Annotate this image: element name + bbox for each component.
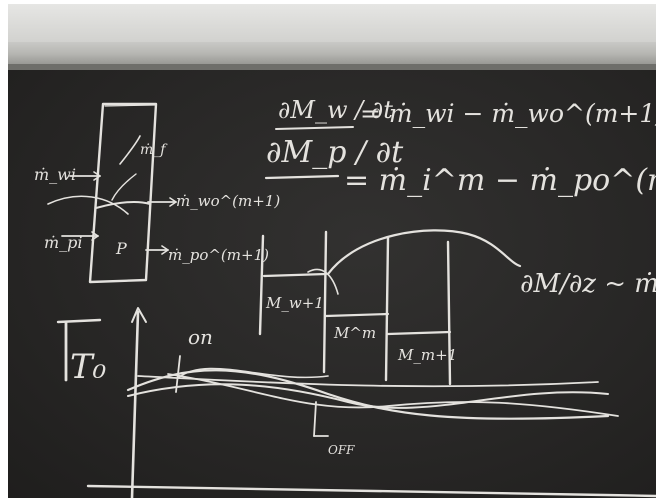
graph-off-label: OFF [328,443,355,457]
tank-diagram [258,229,522,386]
chalk-drawing: ∂M_w / ∂t = ṁ_wi − ṁ_wo^(m+1) − ṁ_p^m ∂M… [34,96,656,498]
label-in-bottom: ṁ_pi [44,233,83,252]
graph [56,307,656,498]
chalk-tray-lip [8,64,656,70]
label-mf: ṁ_f [140,142,168,158]
graph-ylabel: T₀ [70,347,107,387]
equation-strokes [264,126,354,180]
derivative-note: ∂M/∂z ~ ṁ [520,269,656,299]
chalkboard [8,70,656,498]
eq1-rhs: = ṁ_wi − ṁ_wo^(m+1) − ṁ_p^m [360,99,656,128]
label-out-top: ṁ_wo^(m+1) [176,192,280,210]
photo-frame: ∂M_w / ∂t = ṁ_wi − ṁ_wo^(m+1) − ṁ_p^m ∂M… [8,4,656,498]
tank-label-2: M^m [333,324,376,342]
label-p: P [115,239,127,258]
eq2-rhs: = ṁ_i^m − ṁ_po^(m+1) [344,163,656,198]
eq1-lhs: ∂M_w / ∂t [278,96,393,124]
wall [8,4,656,42]
label-out-bottom: ṁ_po^(m+1) [168,246,269,264]
tank-label-3: M_m+1 [397,346,457,364]
label-in-top: ṁ_wi [34,165,76,184]
tank-label-1: M_w+1 [265,294,324,312]
control-volume-sketch [47,102,177,284]
chalk-tray [8,42,656,68]
eq2-lhs: ∂M_p / ∂t [266,135,404,170]
graph-on-label: on [188,325,213,349]
